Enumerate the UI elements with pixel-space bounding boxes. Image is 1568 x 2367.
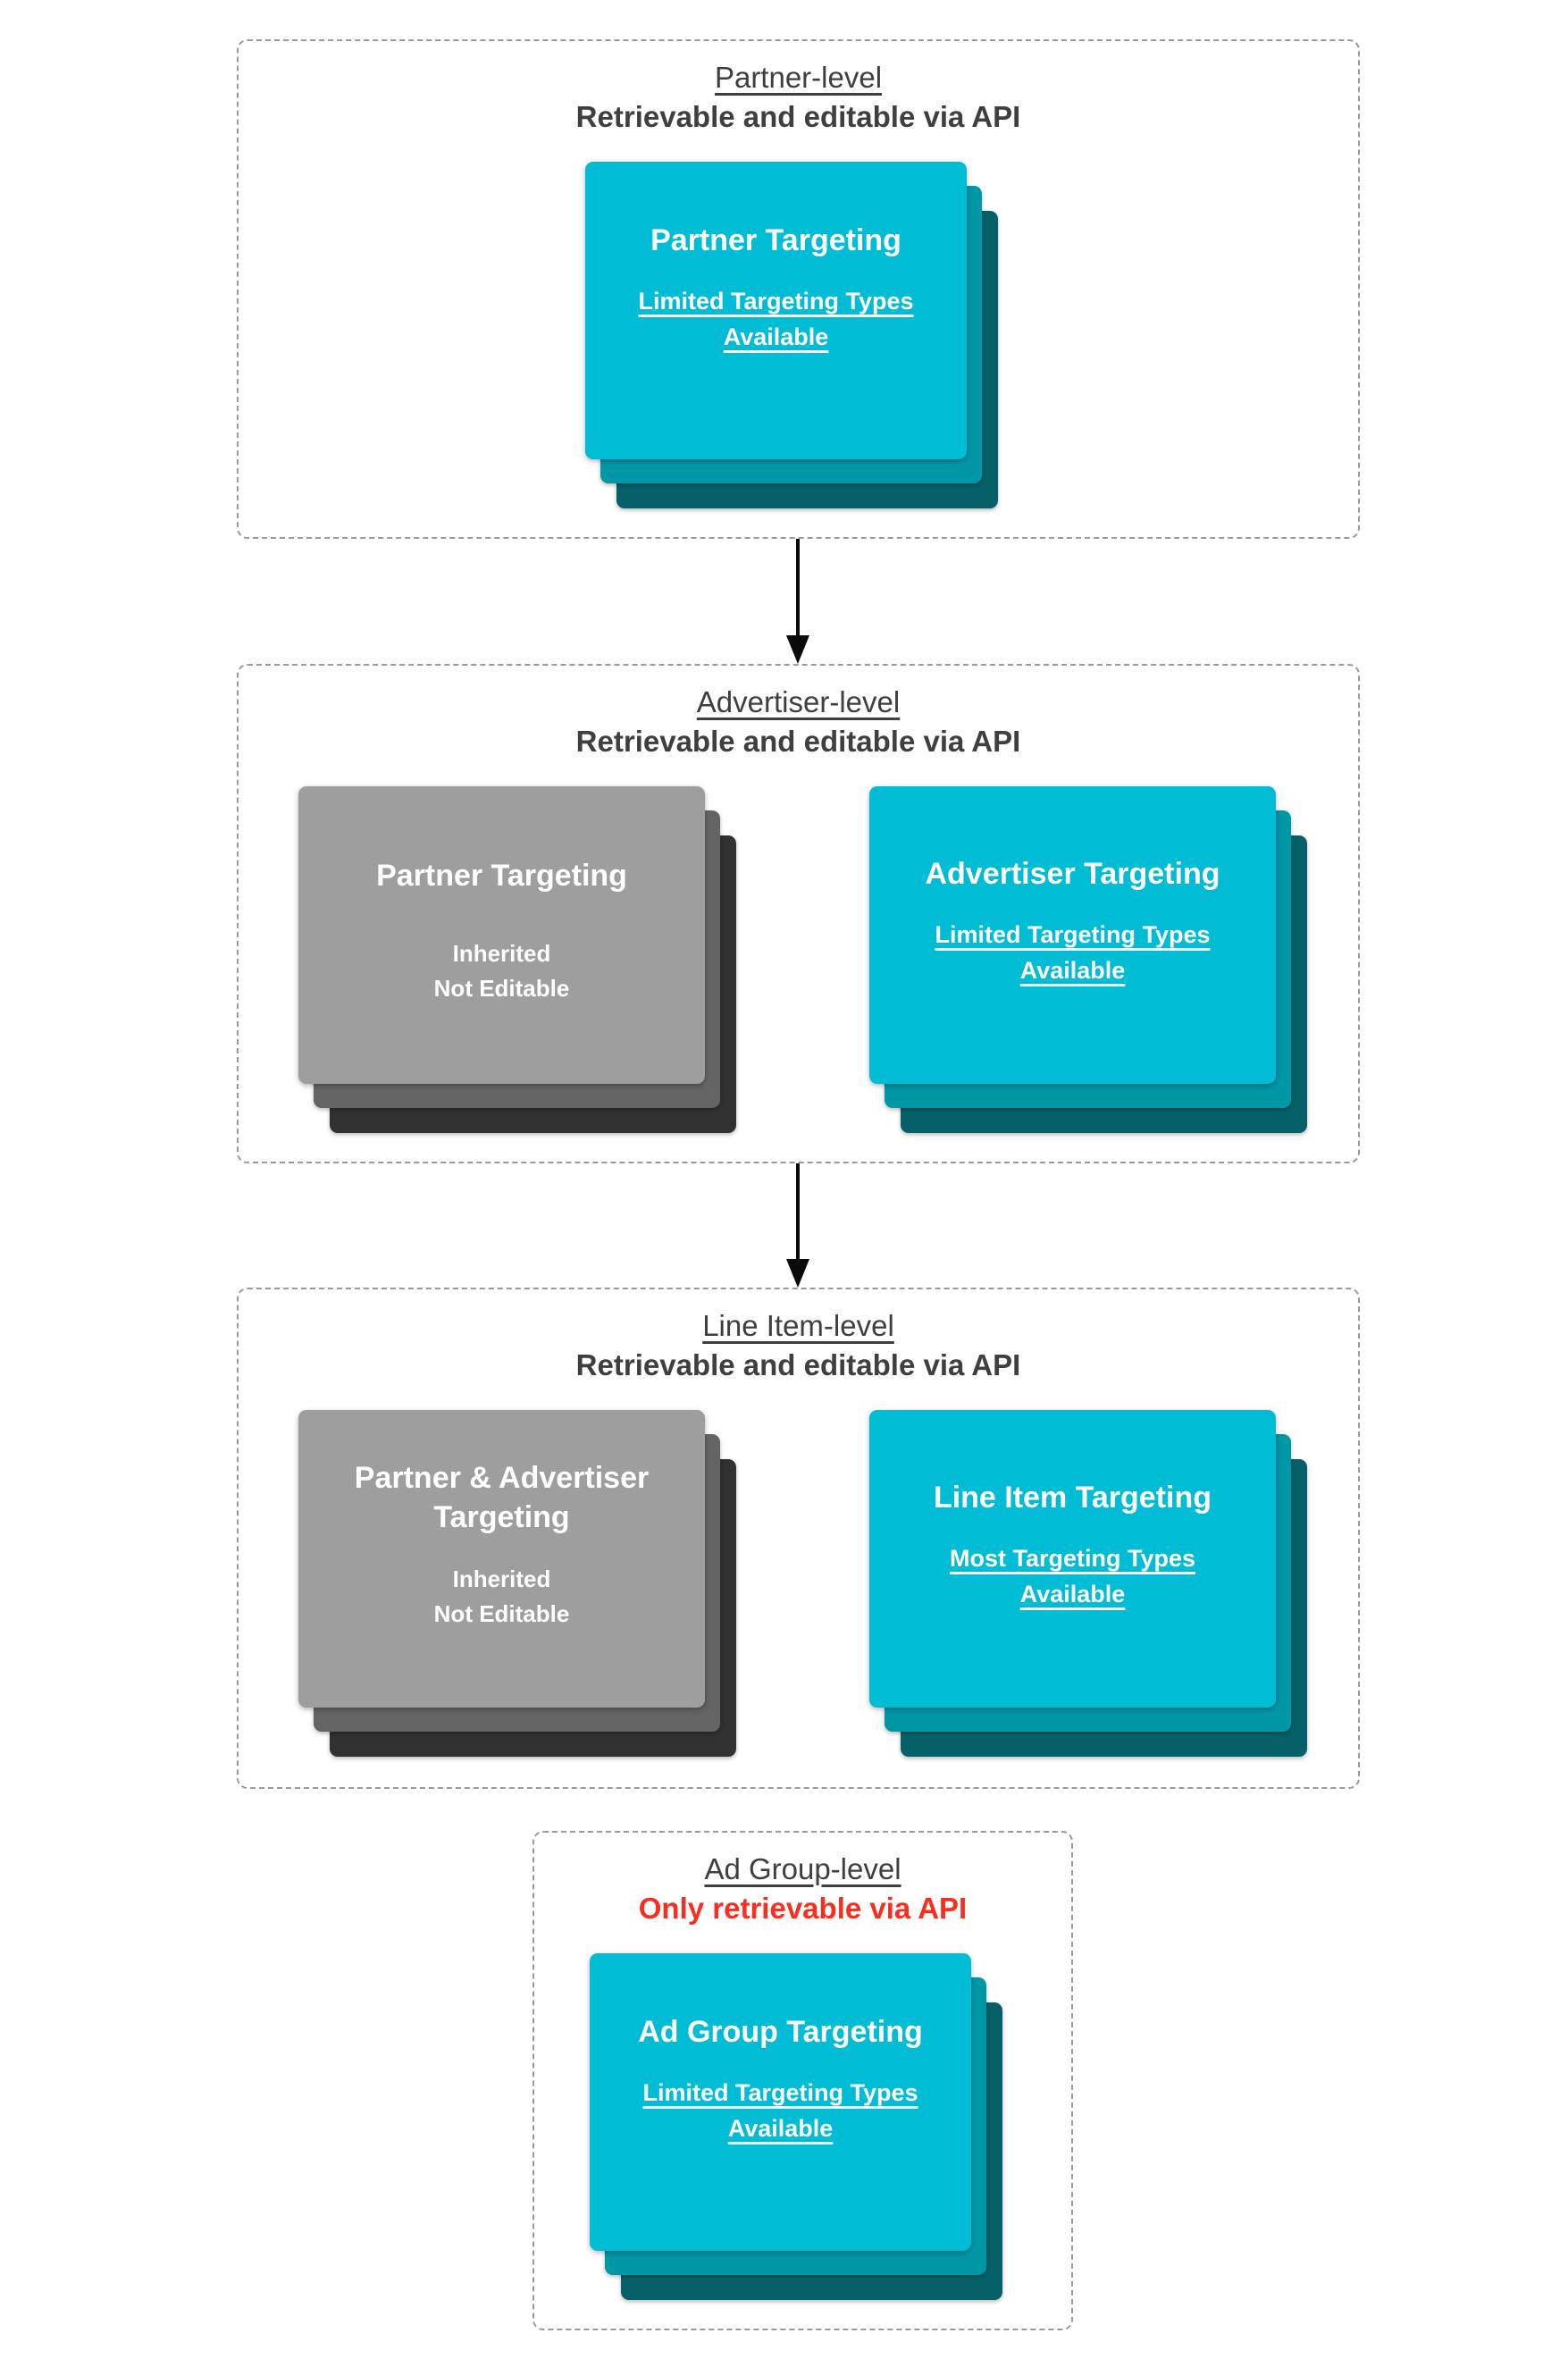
section-ad-group-level: Ad Group-level Only retrievable via API … [532, 1831, 1073, 2330]
arrow-shaft [796, 1163, 800, 1259]
section-subtitle: Retrievable and editable via API [575, 100, 1021, 133]
card-title: Advertiser Targeting [925, 857, 1220, 891]
card-subtitle: Limited Targeting Types Available [642, 2079, 918, 2142]
card-front: Partner Targeting Inherited Not Editable [298, 786, 705, 1084]
card-title: Ad Group Targeting [638, 2015, 923, 2049]
card-title: Partner & Advertiser Targeting [354, 1461, 650, 1534]
card-advertiser-targeting: Advertiser Targeting Limited Targeting T… [869, 786, 1307, 1133]
card-subtitle: Most Targeting Types Available [949, 1545, 1196, 1607]
card-row: Partner Targeting Inherited Not Editable… [239, 786, 1358, 1133]
card-note: Not Editable [433, 975, 570, 1002]
card-note: Not Editable [433, 1600, 570, 1627]
card-line-item-targeting: Line Item Targeting Most Targeting Types… [869, 1410, 1307, 1757]
section-partner-level: Partner-level Retrievable and editable v… [237, 39, 1360, 539]
section-header: Ad Group-level Only retrievable via API [534, 1833, 1071, 1928]
card-notes: Inherited Not Editable [434, 936, 570, 1006]
section-line-item-level: Line Item-level Retrievable and editable… [237, 1288, 1360, 1789]
section-title: Ad Group-level [704, 1852, 901, 1885]
card-front: Ad Group Targeting Limited Targeting Typ… [590, 1953, 971, 2251]
card-subtitle: Limited Targeting Types Available [935, 921, 1211, 984]
arrow-down-icon [783, 539, 813, 664]
card-row: Partner & Advertiser Targeting Inherited… [239, 1410, 1358, 1757]
section-subtitle: Only retrievable via API [638, 1892, 968, 1925]
card-note: Inherited [452, 1565, 551, 1592]
section-header: Partner-level Retrievable and editable v… [239, 41, 1358, 137]
card-partner-targeting-inherited: Partner Targeting Inherited Not Editable [298, 786, 736, 1133]
card-note: Inherited [452, 940, 551, 967]
section-header: Line Item-level Retrievable and editable… [239, 1289, 1358, 1385]
card-partner-advertiser-targeting-inherited: Partner & Advertiser Targeting Inherited… [298, 1410, 736, 1757]
card-row: Partner Targeting Limited Targeting Type… [239, 162, 1358, 508]
section-title: Advertiser-level [696, 685, 901, 718]
card-ad-group-targeting: Ad Group Targeting Limited Targeting Typ… [590, 1953, 1002, 2300]
card-front: Advertiser Targeting Limited Targeting T… [869, 786, 1276, 1084]
card-subtitle: Limited Targeting Types Available [638, 288, 914, 350]
arrow-head [786, 635, 809, 664]
section-title: Partner-level [714, 61, 883, 94]
section-advertiser-level: Advertiser-level Retrievable and editabl… [237, 664, 1360, 1163]
card-partner-targeting: Partner Targeting Limited Targeting Type… [585, 162, 998, 508]
section-subtitle: Retrievable and editable via API [575, 725, 1021, 758]
arrow-head [786, 1259, 809, 1288]
card-title: Partner Targeting [376, 859, 627, 893]
arrow-shaft [796, 539, 800, 635]
card-notes: Inherited Not Editable [434, 1562, 570, 1632]
section-title: Line Item-level [702, 1309, 894, 1342]
section-header: Advertiser-level Retrievable and editabl… [239, 666, 1358, 761]
arrow-down-icon [783, 1163, 813, 1288]
card-front: Partner Targeting Limited Targeting Type… [585, 162, 967, 459]
card-front: Line Item Targeting Most Targeting Types… [869, 1410, 1276, 1708]
card-row: Ad Group Targeting Limited Targeting Typ… [534, 1953, 1071, 2300]
card-title: Partner Targeting [650, 223, 901, 257]
card-front: Partner & Advertiser Targeting Inherited… [298, 1410, 705, 1708]
card-title: Line Item Targeting [933, 1481, 1212, 1515]
section-subtitle: Retrievable and editable via API [575, 1348, 1021, 1381]
